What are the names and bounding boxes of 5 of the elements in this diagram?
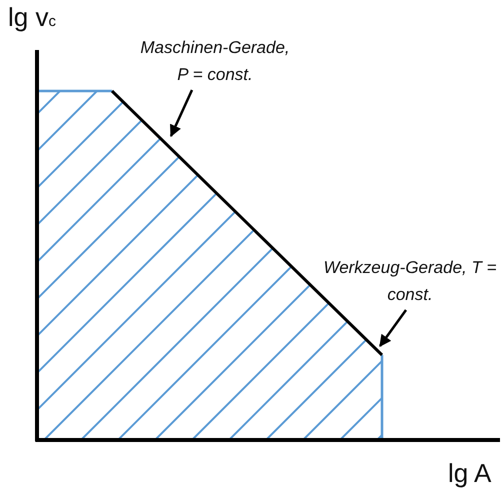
arrow	[170, 89, 194, 138]
arrow	[378, 309, 408, 347]
axis-label: lg A	[448, 458, 492, 489]
annotation-text: Maschinen-Gerade, P = const.	[140, 34, 290, 88]
annotation-text: Werkzeug-Gerade, T = const.	[315, 254, 503, 308]
